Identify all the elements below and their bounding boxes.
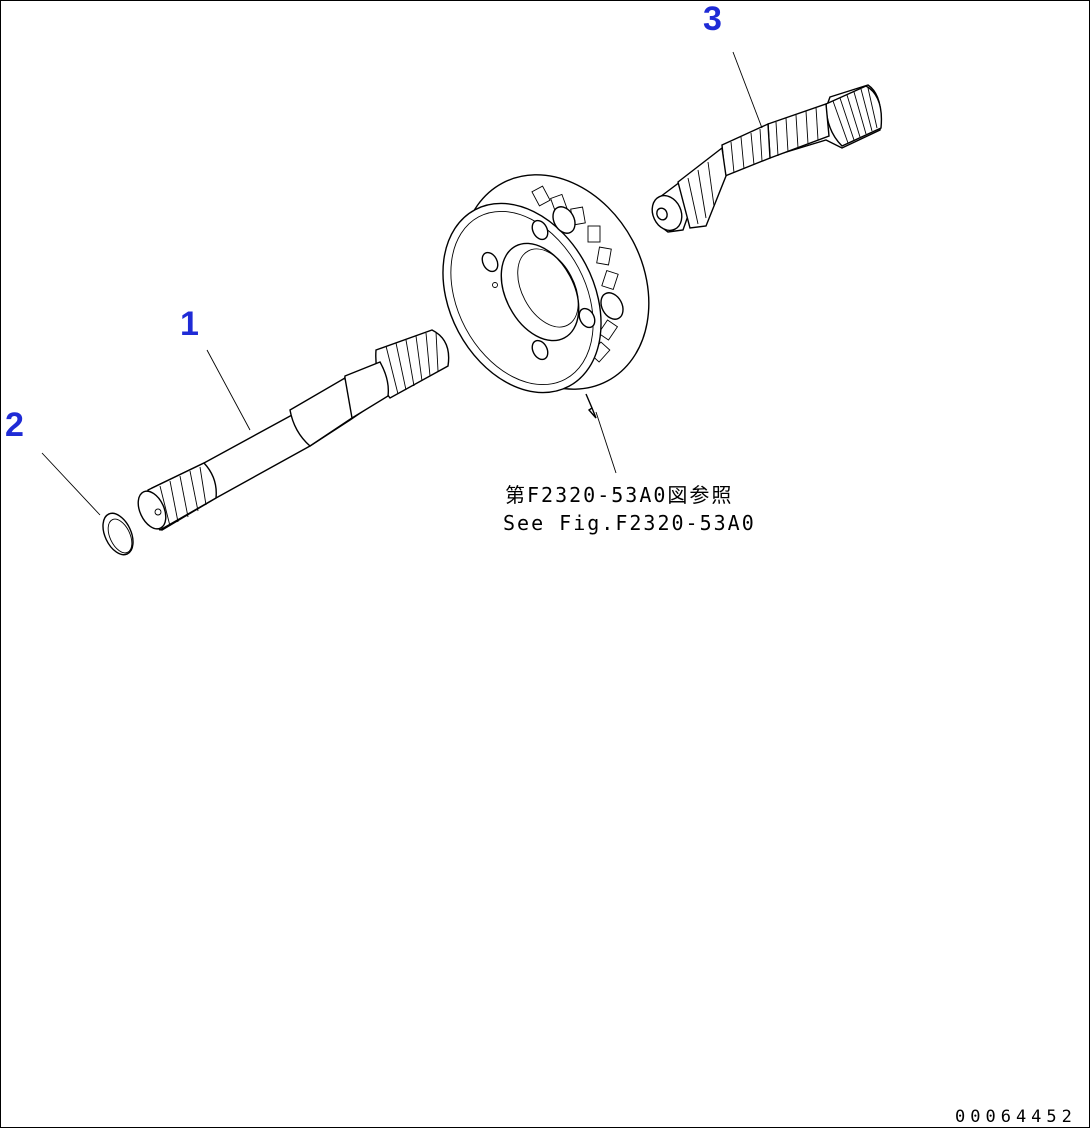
callout-3: 3 xyxy=(703,0,722,38)
leader-line-ref xyxy=(595,411,617,474)
carrier-arrow xyxy=(585,393,597,419)
part-2-snap-ring[interactable] xyxy=(97,509,139,560)
leader-line-3 xyxy=(732,51,763,129)
leader-line-2 xyxy=(41,452,101,516)
leader-line-1 xyxy=(206,349,251,431)
callout-1: 1 xyxy=(180,305,199,343)
reference-note-en: See Fig.F2320-53A0 xyxy=(503,511,756,535)
callout-2: 2 xyxy=(5,406,24,444)
part-3-shaft[interactable] xyxy=(647,84,883,235)
document-id: 00064452 xyxy=(955,1107,1077,1127)
reference-note-ja: 第F2320-53A0図参照 xyxy=(505,483,733,507)
part-1-shaft[interactable] xyxy=(133,329,450,533)
planetary-carrier[interactable] xyxy=(411,142,685,422)
